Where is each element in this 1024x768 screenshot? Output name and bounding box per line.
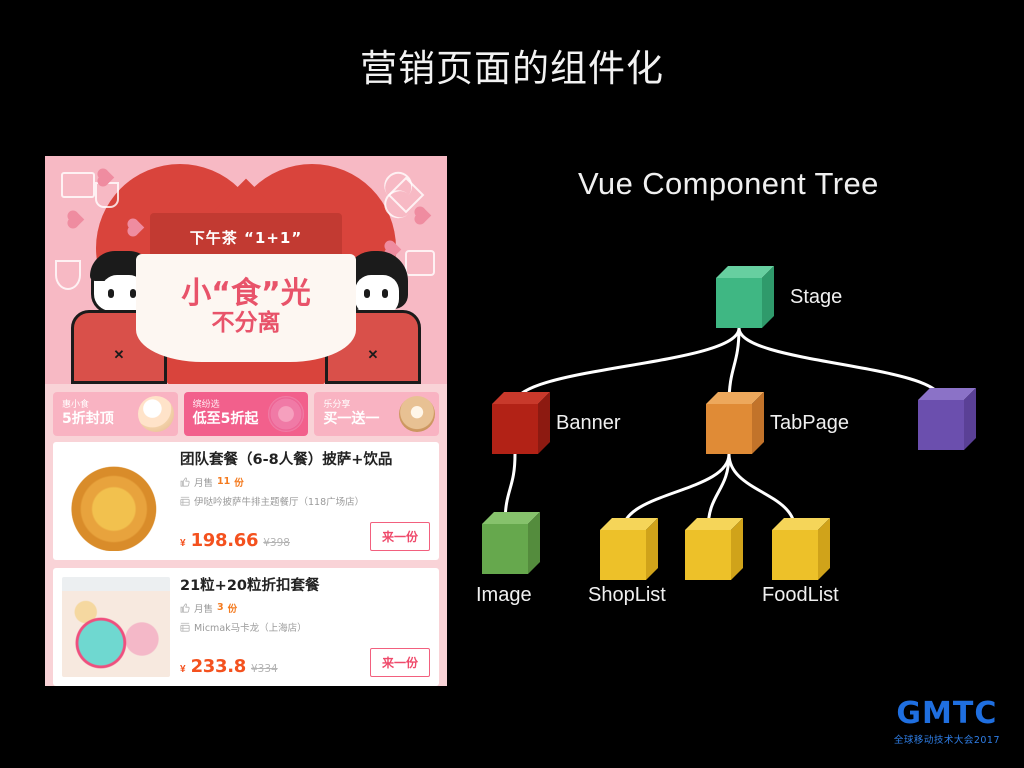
- shop-icon: [180, 622, 190, 632]
- hero-headline-line1: 小“食”光: [181, 276, 311, 312]
- gmtc-logo-text: GMTC: [896, 696, 998, 731]
- food-item-title: 21粒+20粒折扣套餐: [180, 578, 320, 594]
- shop-name: 伊哒吟披萨牛排主题餐厅（118广场店）: [194, 496, 365, 508]
- donut-thumb-icon: [268, 396, 305, 432]
- tree-node-label-image: Image: [476, 584, 532, 606]
- thumbs-up-icon: [180, 603, 190, 613]
- current-price: 233.8: [190, 656, 247, 677]
- buy-button[interactable]: 来一份: [369, 522, 430, 551]
- currency-symbol: ¥: [180, 664, 186, 675]
- cube-side-face: [731, 518, 743, 580]
- thumbs-up-icon: [180, 477, 190, 487]
- hero-ribbon: 下午茶 “1+1”: [150, 213, 342, 261]
- food-item-shop: Micmak马卡龙（上海店）: [180, 620, 430, 634]
- shop-name: Micmak马卡龙（上海店）: [194, 622, 307, 634]
- promo-tab-subtitle: 乐分享: [323, 399, 351, 410]
- cube-front-face: [685, 530, 731, 580]
- tree-node-label-foodlist: FoodList: [762, 584, 839, 606]
- promo-tab-subtitle: 缤纷选: [192, 399, 220, 410]
- decor-cake-icon: [405, 250, 435, 276]
- tree-node-label-stage: Stage: [790, 286, 843, 308]
- cube-front-face: [706, 404, 752, 454]
- promo-tab-0[interactable]: 惠小食 5折封顶: [53, 392, 178, 436]
- decor-glass-icon: [55, 260, 81, 290]
- sales-suffix: 份: [234, 477, 244, 489]
- tree-edge-stage-banner: [513, 326, 741, 406]
- currency-symbol: ¥: [180, 538, 186, 549]
- promo-tab-strip: 惠小食 5折封顶 缤纷选 低至5折起 乐分享 买一送一: [45, 384, 447, 442]
- promo-tab-title: 买一送一: [323, 411, 380, 428]
- cube-front-face: [600, 530, 646, 580]
- cube-side-face: [762, 266, 774, 328]
- shop-icon: [180, 496, 190, 506]
- cube-front-face: [772, 530, 818, 580]
- latte-thumb-icon: [399, 396, 436, 432]
- sales-prefix: 月售: [194, 603, 214, 615]
- promo-tab-2[interactable]: 乐分享 买一送一: [314, 392, 440, 436]
- food-item-price: ¥ 198.66 ¥398: [180, 530, 290, 551]
- cube-front-face: [716, 278, 762, 328]
- hero-headline-line2: 不分离: [211, 310, 281, 337]
- cube-front-face: [918, 400, 964, 450]
- original-price: ¥334: [251, 663, 278, 675]
- decor-box-icon: [61, 172, 95, 198]
- current-price: 198.66: [190, 530, 259, 551]
- cube-side-face: [964, 388, 976, 450]
- food-item-price: ¥ 233.8 ¥334: [180, 656, 278, 677]
- cube-side-face: [752, 392, 764, 454]
- marketing-page-mockup: ✕ ✕ 下午茶 “1+1” 小“食”光 不分离 惠小食 5折封顶: [45, 156, 447, 686]
- cube-top-face: [706, 392, 764, 404]
- gmtc-logo: GMTC 全球移动技术大会2017: [893, 696, 1000, 747]
- macaron-thumb-image: [62, 577, 170, 677]
- hero-headline-card: 小“食”光 不分离: [136, 254, 356, 362]
- dessert-thumb-icon: [137, 396, 174, 432]
- cube-top-face: [685, 518, 743, 530]
- food-item-title: 团队套餐（6-8人餐）披萨+饮品: [180, 452, 393, 468]
- decor-cup-icon: [95, 182, 119, 208]
- cube-side-face: [538, 392, 550, 454]
- promo-tab-title: 5折封顶: [62, 411, 114, 428]
- tree-edge-stage-unnamed1: [737, 326, 943, 402]
- cube-top-face: [772, 518, 830, 530]
- promo-tab-title: 低至5折起: [192, 411, 259, 428]
- promo-tab-subtitle: 惠小食: [62, 399, 90, 410]
- cube-top-face: [482, 512, 540, 524]
- decor-heart-icon: [415, 207, 432, 224]
- cube-side-face: [528, 512, 540, 574]
- page-title: 营销页面的组件化: [360, 47, 664, 90]
- tree-heading: Vue Component Tree: [578, 166, 879, 201]
- cube-top-face: [918, 388, 976, 400]
- tree-node-label-tabpage: TabPage: [770, 412, 849, 434]
- sales-count: 11: [217, 476, 231, 488]
- food-item-shop: 伊哒吟披萨牛排主题餐厅（118广场店）: [180, 494, 430, 508]
- cube-front-face: [492, 404, 538, 454]
- hero-ribbon-text: 下午茶 “1+1”: [189, 228, 303, 247]
- gmtc-logo-subtitle: 全球移动技术大会2017: [893, 735, 1000, 746]
- pizza-thumb-image: [62, 451, 170, 551]
- cube-side-face: [646, 518, 658, 580]
- buy-button[interactable]: 来一份: [369, 648, 430, 677]
- original-price: ¥398: [263, 537, 290, 549]
- promo-tab-1[interactable]: 缤纷选 低至5折起: [183, 392, 309, 436]
- cube-top-face: [716, 266, 774, 278]
- sales-suffix: 份: [227, 603, 238, 615]
- sales-prefix: 月售: [194, 477, 214, 489]
- cube-top-face: [600, 518, 658, 530]
- decor-heart-icon: [68, 211, 85, 228]
- tree-node-label-banner: Banner: [556, 412, 621, 434]
- hero-banner: ✕ ✕ 下午茶 “1+1” 小“食”光 不分离: [45, 156, 447, 384]
- cube-side-face: [818, 518, 830, 580]
- sales-count: 3: [217, 602, 224, 614]
- tree-node-label-shoplist: ShopList: [588, 584, 666, 606]
- cube-top-face: [492, 392, 550, 404]
- cube-front-face: [482, 524, 528, 574]
